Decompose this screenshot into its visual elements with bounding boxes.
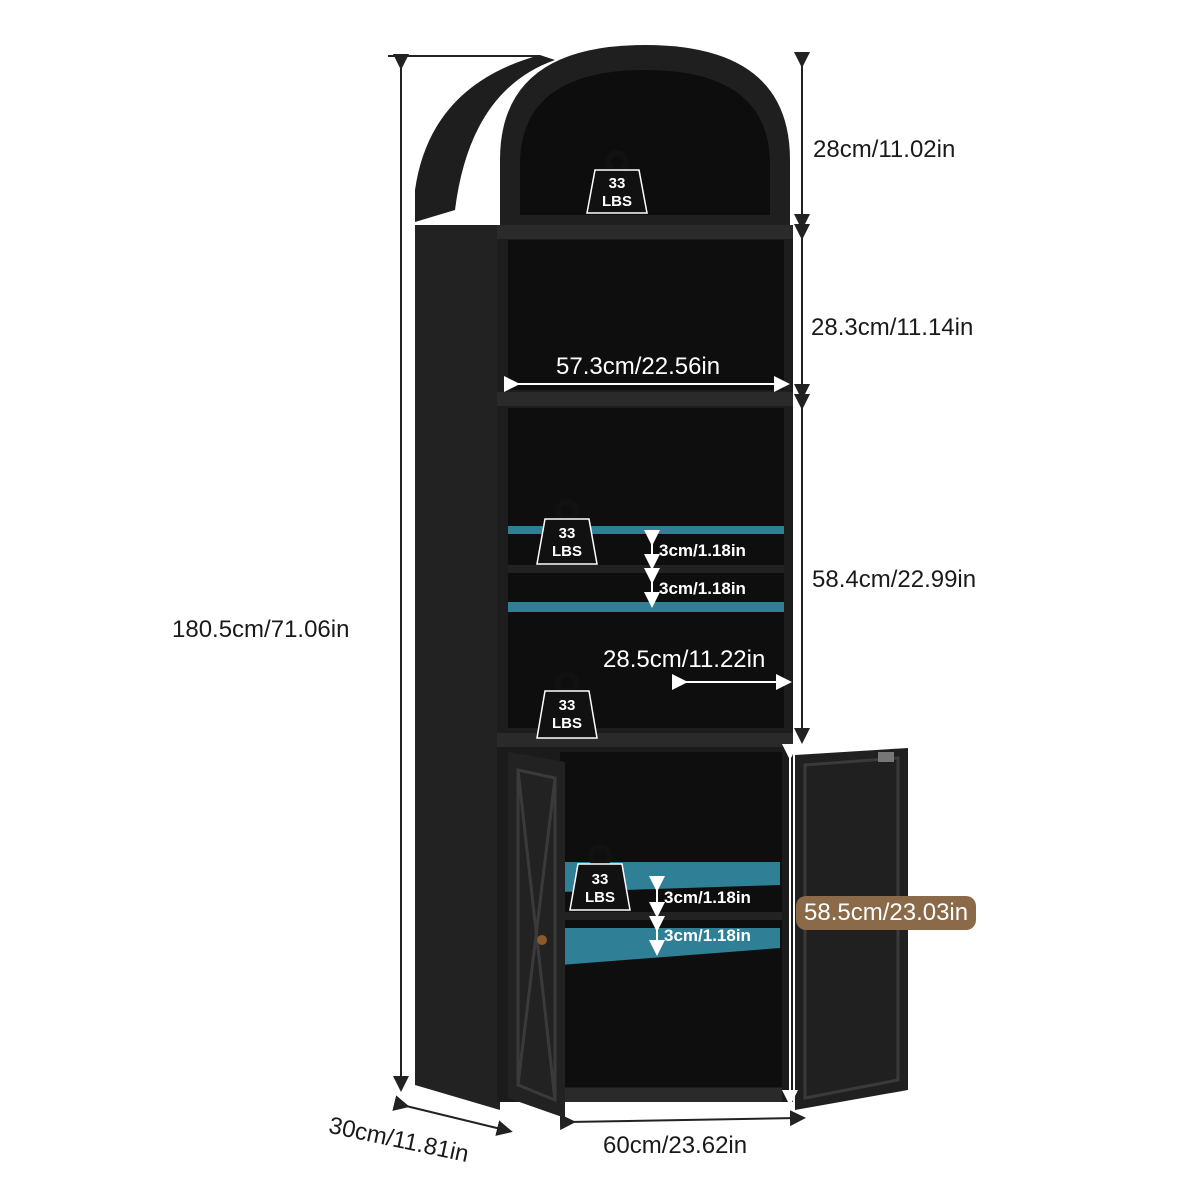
cabinet-front	[497, 45, 793, 1102]
shelf-highlight-lower	[508, 602, 784, 612]
arch-height-label: 28cm/11.02in	[813, 136, 956, 163]
left-door	[508, 752, 565, 1118]
weight-badge-arch: 33 LBS	[588, 176, 646, 224]
badge-number: 33	[558, 525, 576, 542]
shelf-spacing-label-2: 3cm/1.18in	[659, 579, 746, 598]
cabinet-spacing-label-1: 3cm/1.18in	[664, 888, 751, 907]
badge-number: 33	[608, 175, 626, 192]
cabinet-height-label: 58.5cm/23.03in	[796, 896, 977, 930]
badge-unit: LBS	[552, 715, 582, 732]
inner-dimension-lines	[504, 376, 798, 1106]
upper-shelf-height-label: 28.3cm/11.14in	[811, 314, 974, 341]
badge-unit: LBS	[602, 193, 632, 210]
inner-depth-label: 28.5cm/11.22in	[603, 646, 766, 673]
width-label: 60cm/23.62in	[603, 1132, 748, 1159]
weight-badge-shapes	[536, 150, 648, 911]
total-height-label: 180.5cm/71.06in	[172, 616, 350, 643]
weight-badge-lower: 33 LBS	[538, 698, 596, 746]
badge-unit: LBS	[552, 543, 582, 560]
weight-badge-cabinet: 33 LBS	[571, 872, 629, 920]
inner-width-label: 57.3cm/22.56in	[556, 353, 721, 380]
badge-number: 33	[558, 697, 576, 714]
cabinet-side-panel	[415, 55, 555, 1110]
shelf-spacing-label-1: 3cm/1.18in	[659, 541, 746, 560]
badge-unit: LBS	[585, 889, 615, 906]
weight-badge-middle: 33 LBS	[538, 526, 596, 574]
dimension-lines	[388, 52, 810, 1136]
middle-section-height-label: 58.4cm/22.99in	[812, 566, 977, 593]
cabinet-spacing-label-2: 3cm/1.18in	[664, 926, 751, 945]
badge-number: 33	[591, 871, 609, 888]
